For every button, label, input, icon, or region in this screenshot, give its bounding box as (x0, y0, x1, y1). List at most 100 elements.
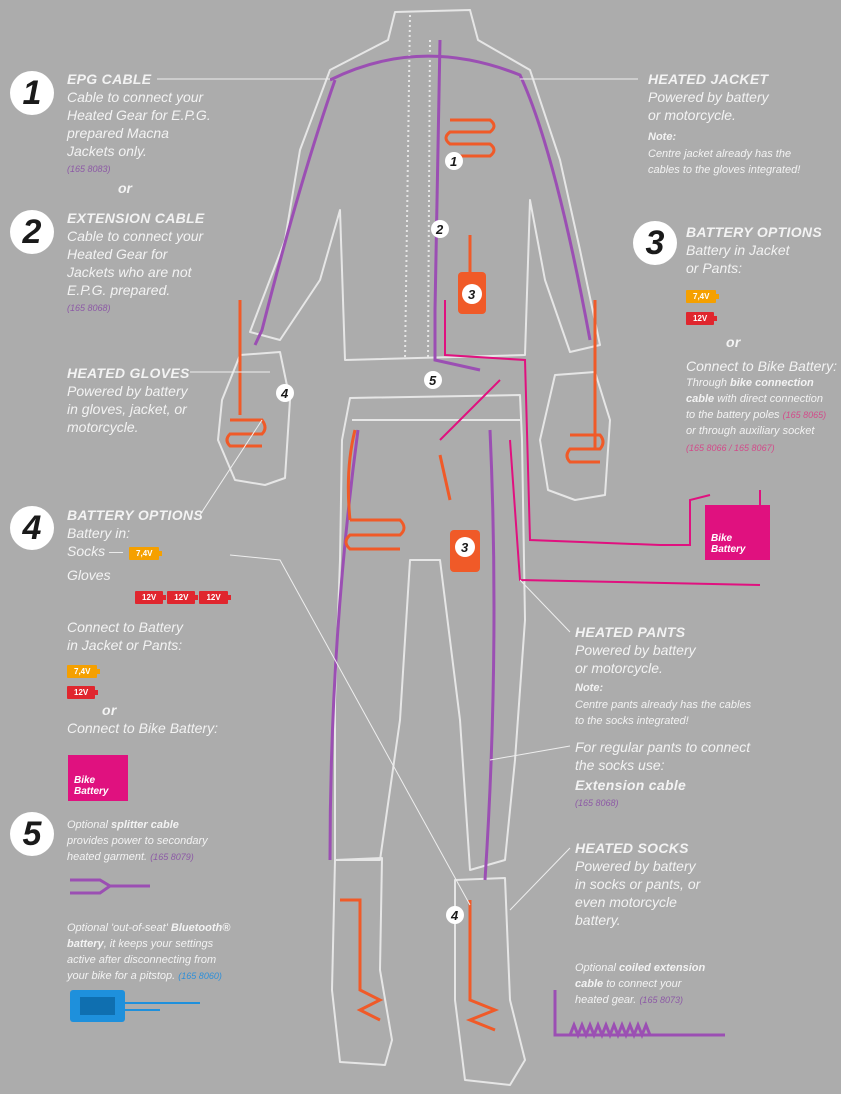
part-number: (165 8073) (639, 995, 683, 1005)
t: or Pants: (686, 260, 743, 276)
socks-title: HEATED SOCKS (575, 840, 689, 856)
left-sock-outline (331, 857, 393, 1066)
battery4-title: BATTERY OPTIONS (67, 507, 203, 523)
gloves-line: in gloves, jacket, or (67, 401, 187, 417)
t: Optional (67, 819, 112, 831)
note-label: Note: (648, 131, 677, 143)
t: Optional 'out-of-seat' (67, 922, 171, 934)
t: to connect your (603, 978, 682, 990)
battery-12v-badge: 12V (167, 591, 199, 604)
t: Bike (711, 533, 733, 544)
leader-lines (157, 78, 638, 911)
battery-7v-badge: 7,4V (686, 290, 720, 303)
note-label: Note: (575, 682, 604, 694)
t: in socks or pants, or (575, 876, 701, 892)
svg-text:1: 1 (450, 154, 457, 169)
part-number: (165 8066 / 165 8067) (686, 443, 775, 453)
bike-battery-figure (705, 505, 770, 560)
t: or through auxiliary socket (686, 425, 815, 437)
part-number: (165 8068) (67, 303, 111, 313)
t: even motorcycle (575, 894, 677, 910)
extension-title: EXTENSION CABLE (67, 210, 205, 226)
t: Centre pants already has the cables (575, 699, 752, 711)
battery-12v-badge: 12V (199, 591, 231, 604)
ext-line: Cable to connect your (67, 228, 204, 244)
or-label: or (118, 180, 132, 196)
step-3-badge: 3 (633, 221, 677, 265)
t: Connect to Bike Battery: (686, 358, 837, 374)
epg-line: Heated Gear for E.P.G. (67, 107, 211, 123)
t: , it keeps your settings (103, 938, 214, 950)
coiled-cable-block: Optional coiled extension cable to conne… (575, 960, 705, 1008)
splitter-block: Optional splitter cable provides power t… (67, 817, 208, 865)
t: provides power to secondary (67, 835, 208, 847)
socks-label: Socks (67, 543, 106, 559)
ext-line: E.P.G. prepared. (67, 282, 171, 298)
t: Powered by battery (648, 89, 769, 105)
epg-line: Cable to connect your (67, 89, 204, 105)
svg-text:4: 4 (450, 908, 459, 923)
heated-jacket-block: HEATED JACKET Powered by battery or moto… (648, 70, 800, 178)
t: Bluetooth® (170, 922, 231, 934)
epg-cable-block: EPG CABLE Cable to connect your Heated G… (67, 70, 211, 178)
part-number: (165 8060) (178, 971, 222, 981)
t: Optional (575, 962, 620, 974)
t: active after disconnecting from (67, 954, 217, 966)
t: Powered by battery (575, 642, 696, 658)
gloves-title: HEATED GLOVES (67, 365, 190, 381)
t: or motorcycle. (648, 107, 736, 123)
t: battery. (575, 912, 621, 928)
connect-bike-label: Connect to Bike Battery: (67, 720, 218, 736)
t: For regular pants to connect (575, 739, 751, 755)
battery4-subtitle: Battery in: (67, 525, 131, 541)
svg-text:3: 3 (461, 540, 469, 555)
battery-12v-badge: 12V (135, 591, 167, 604)
t: battery (67, 938, 104, 950)
right-glove-outline (539, 371, 611, 501)
jacket-outline (249, 9, 601, 361)
svg-text:5: 5 (429, 373, 437, 388)
t: with direct connection (714, 393, 823, 405)
t: coiled extension (619, 962, 706, 974)
t: heated gear. (575, 994, 637, 1006)
battery-options-3-block: BATTERY OPTIONS Battery in Jacket or Pan… (686, 223, 837, 457)
figure-markers: 1 2 3 3 4 4 5 (276, 152, 482, 924)
t: cable (575, 978, 604, 990)
battery-12v-badge: 12V (67, 686, 99, 699)
t: Through (686, 377, 731, 389)
heated-gloves-block: HEATED GLOVES Powered by battery in glov… (67, 364, 190, 436)
t: heated garment. (67, 851, 148, 863)
regular-pants-block: For regular pants to connect the socks u… (575, 738, 750, 812)
t: cables to the gloves integrated! (648, 164, 801, 176)
epg-title: EPG CABLE (67, 71, 152, 87)
splitter-bold: splitter cable (111, 819, 179, 831)
pants-outline (334, 394, 526, 871)
t: Battery in Jacket (686, 242, 790, 258)
extension-cable-label: Extension cable (575, 777, 687, 793)
svg-text:3: 3 (468, 287, 476, 302)
ext-line: Jackets who are not (67, 264, 192, 280)
heated-pants-block: HEATED PANTS Powered by battery or motor… (575, 623, 751, 729)
part-number: (165 8079) (150, 852, 194, 862)
svg-text:4: 4 (280, 386, 289, 401)
battery3-title: BATTERY OPTIONS (686, 224, 822, 240)
ext-line: Heated Gear for (67, 246, 168, 262)
t: Powered by battery (575, 858, 696, 874)
or-label: or (726, 334, 741, 350)
step-1-badge: 1 (10, 71, 54, 115)
t: or motorcycle. (575, 660, 663, 676)
t: your bike for a pitstop. (67, 970, 176, 982)
battery-12v-badge: 12V (686, 312, 718, 325)
part-number: (165 8065) (782, 410, 827, 420)
t: Battery (711, 544, 746, 555)
or-label: or (102, 702, 117, 718)
left-glove-outline (217, 351, 291, 486)
connect-line: Connect to Battery (67, 619, 183, 635)
pants-title: HEATED PANTS (575, 624, 686, 640)
gloves-line: Powered by battery (67, 383, 188, 399)
t: cable (686, 393, 715, 405)
step-4-badge: 4 (10, 506, 54, 550)
